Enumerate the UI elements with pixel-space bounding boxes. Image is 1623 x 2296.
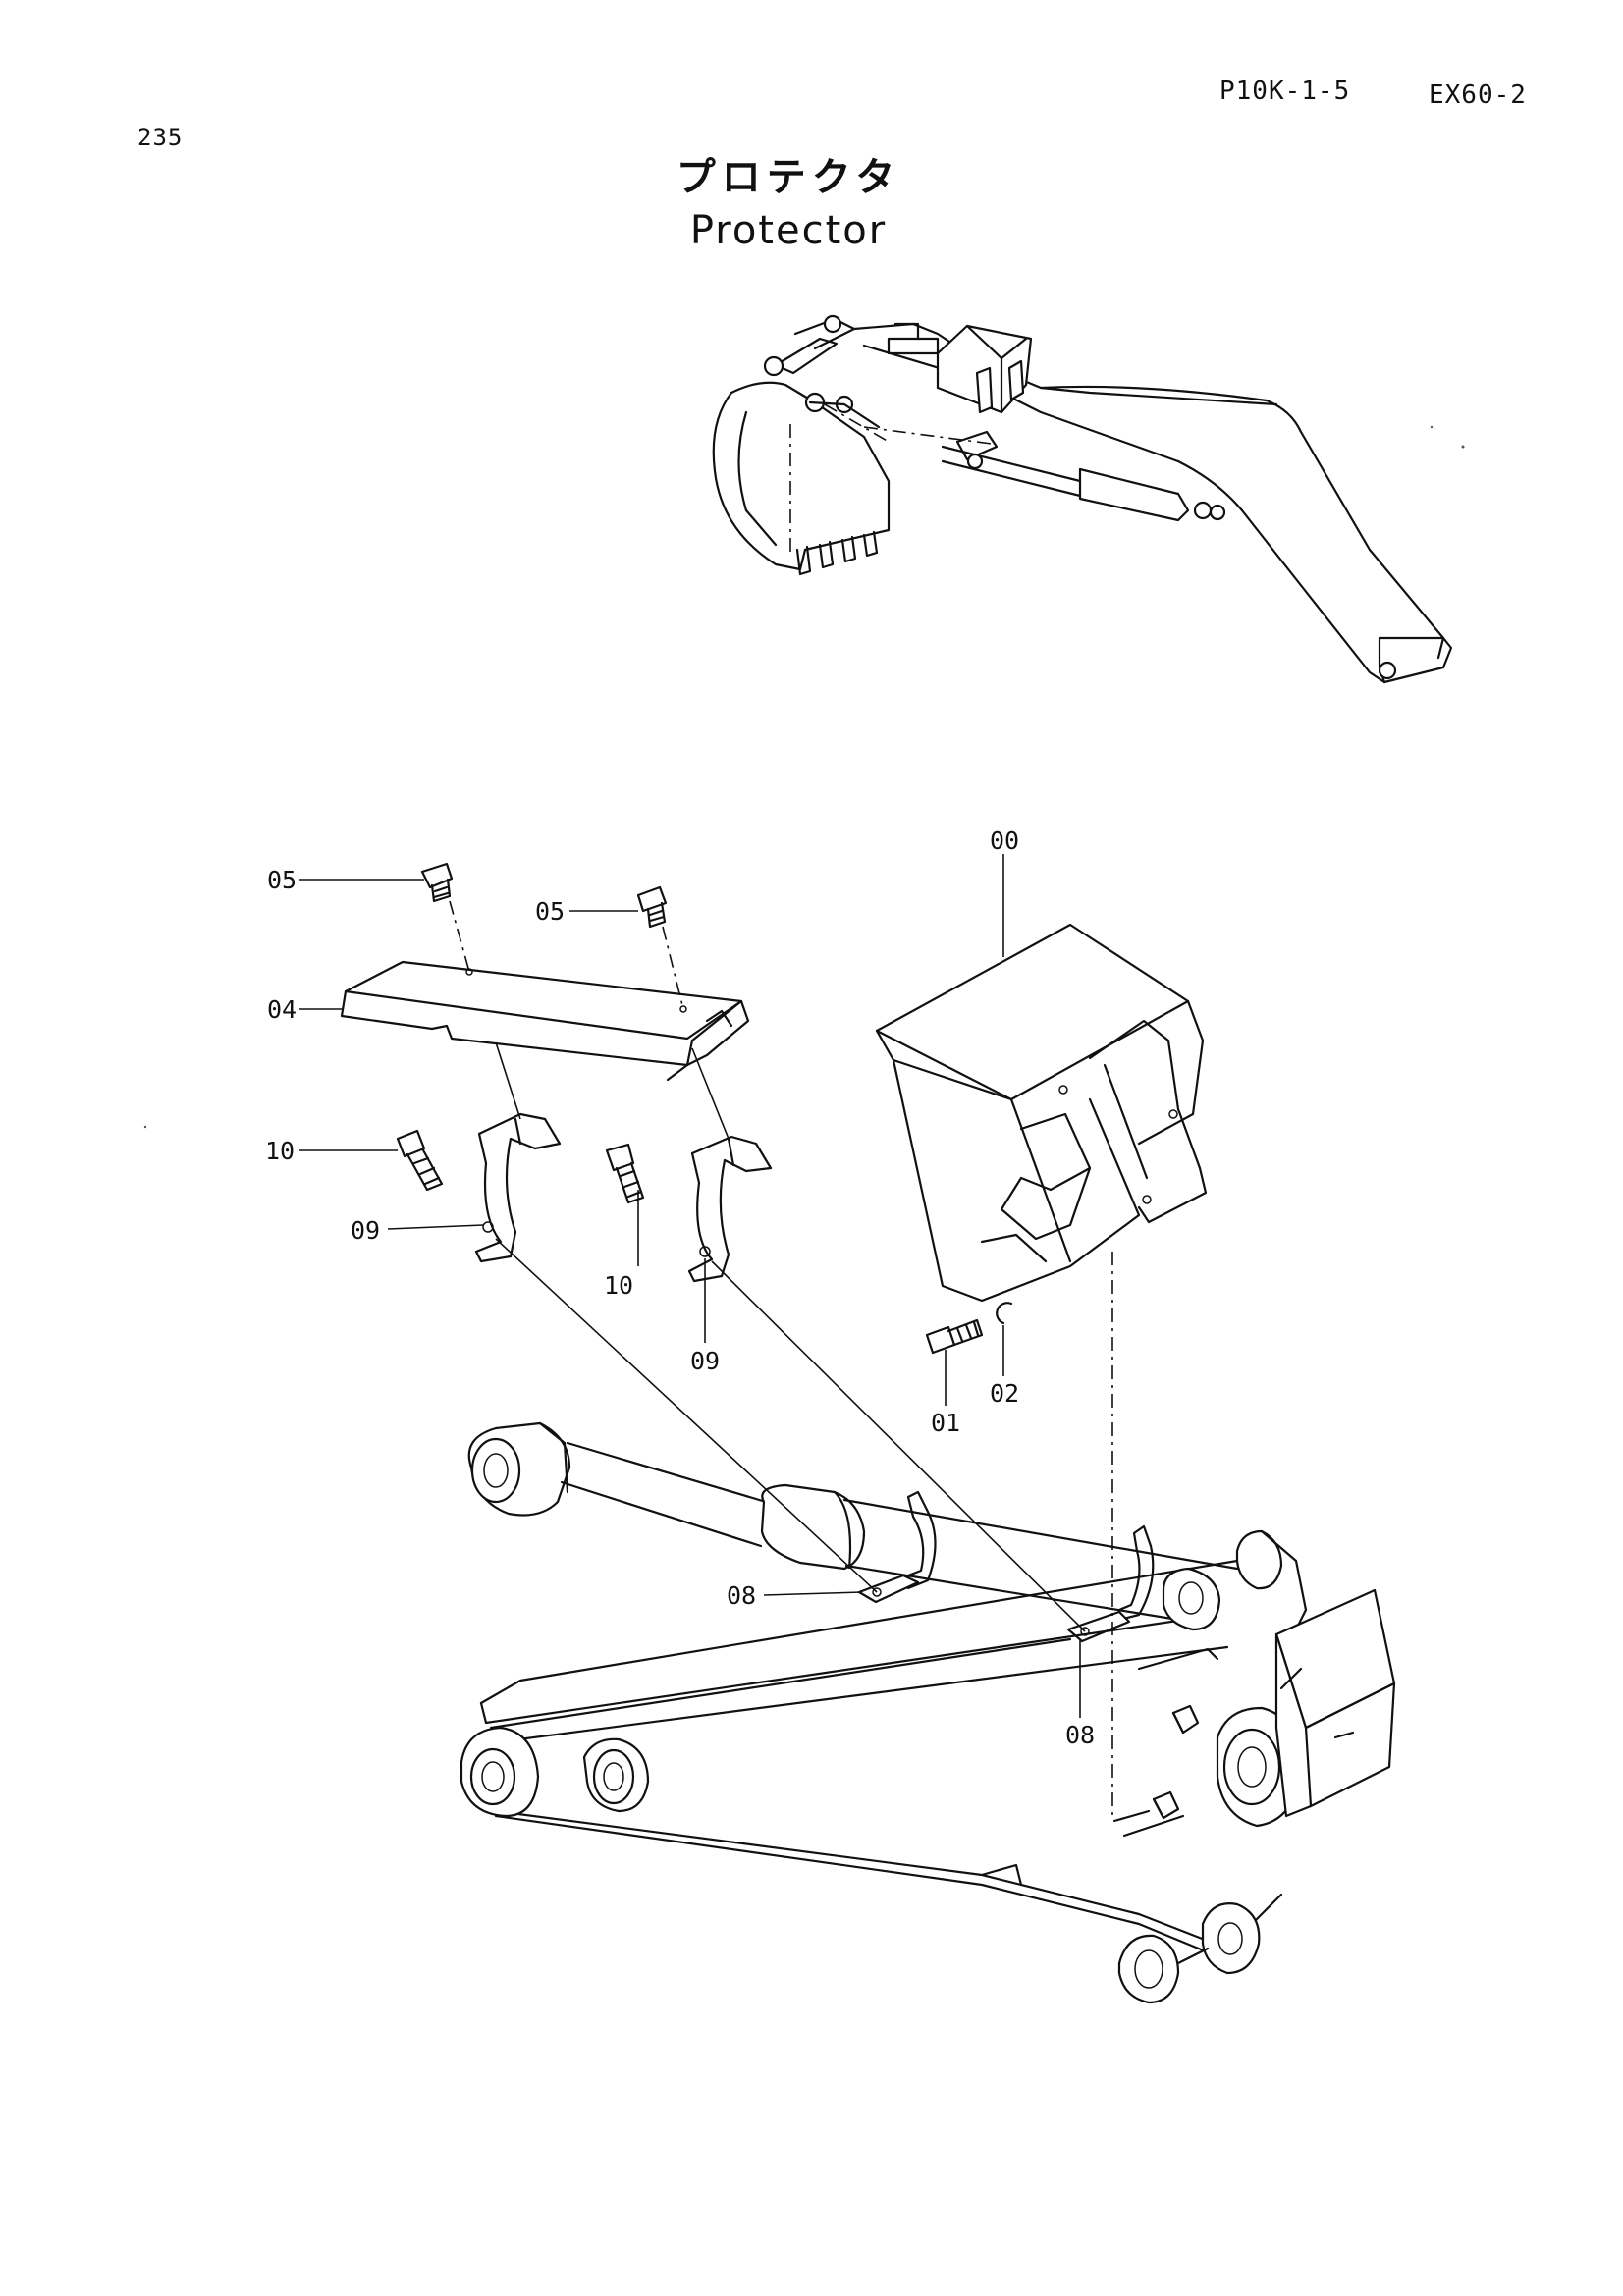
callout-labels: 00 01 02 04 05 05 08 08 09 09 10 10 <box>265 827 1095 1749</box>
callout-05-right: 05 <box>535 897 565 926</box>
part-10-bolt-left <box>396 1129 444 1192</box>
part-08-clamp-left <box>857 1490 937 1604</box>
scan-speck <box>1430 425 1434 429</box>
scan-speck <box>143 1125 147 1129</box>
callout-leaders <box>299 854 1081 1718</box>
callout-08-right: 08 <box>1065 1721 1095 1749</box>
scan-speck <box>1461 445 1465 449</box>
overview-arm-illustration <box>712 314 1453 684</box>
page-title-english: Protector <box>689 208 888 253</box>
callout-02: 02 <box>990 1379 1019 1408</box>
part-05-bolt-left <box>420 862 454 903</box>
callout-01: 01 <box>931 1409 960 1437</box>
part-00-protector-cover <box>875 923 1208 1303</box>
page-number: 235 <box>137 124 184 151</box>
part-09-clamp-right <box>687 1135 773 1283</box>
callout-05-left: 05 <box>267 866 297 894</box>
part-08-clamp-right <box>1066 1524 1155 1643</box>
assembly-lines <box>449 900 1113 1821</box>
callout-10-right: 10 <box>604 1271 633 1300</box>
model-code: EX60-2 <box>1429 80 1527 110</box>
reference-code: P10K-1-5 <box>1219 77 1351 106</box>
callout-08-left: 08 <box>727 1581 756 1610</box>
part-02-snap-ring <box>996 1302 1013 1325</box>
page-title-japanese: プロテクタ <box>676 155 901 200</box>
part-10-bolt-right <box>605 1143 645 1204</box>
callout-09-right: 09 <box>690 1347 720 1375</box>
part-09-clamp-left <box>474 1112 562 1263</box>
callout-00: 00 <box>990 827 1019 855</box>
part-01-bolt <box>925 1318 984 1355</box>
part-04-cover-plate <box>340 960 750 1082</box>
callout-10-left: 10 <box>265 1137 295 1165</box>
part-05-bolt-right <box>636 885 668 929</box>
callout-04: 04 <box>267 995 297 1024</box>
boom-assembly-illustration <box>460 1421 1396 2004</box>
callout-09-left: 09 <box>351 1216 380 1245</box>
